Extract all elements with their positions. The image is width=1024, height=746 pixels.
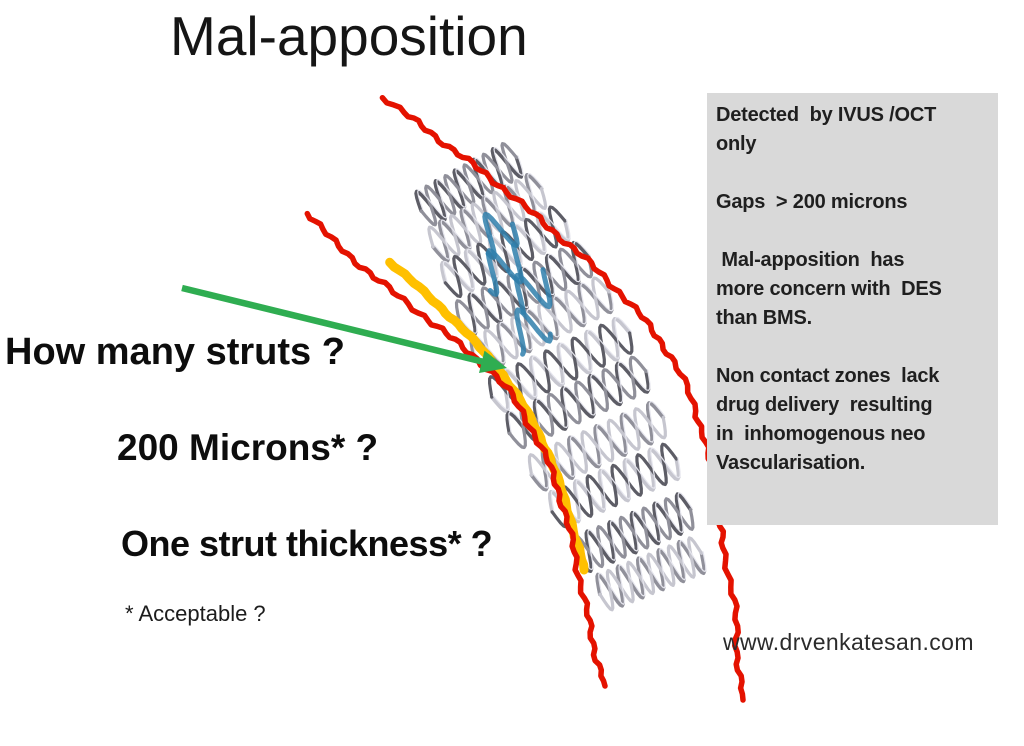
website-url: www.drvenkatesan.com (723, 629, 974, 655)
info-paragraph-des-bms: Mal-apposition has more concern with DES… (716, 249, 942, 329)
page-title: Mal-apposition (170, 5, 528, 67)
vessel-wall-line-left-icon (304, 210, 608, 689)
info-paragraph-gaps: Gaps > 200 microns (716, 191, 908, 213)
info-paragraph-drug-delivery: Non contact zones lack drug delivery res… (716, 365, 940, 474)
vessel-wall-line-right-icon (379, 94, 746, 703)
pointer-arrow-icon (181, 284, 507, 373)
annotation-one-strut-thickness: One strut thickness* ? (121, 523, 493, 564)
info-box: Detected by IVUS /OCT only Gaps > 200 mi… (707, 93, 998, 525)
annotation-how-many-struts: How many struts ? (5, 331, 345, 373)
annotation-footnote: * Acceptable ? (125, 601, 266, 626)
info-paragraph-detection: Detected by IVUS /OCT only (716, 104, 937, 155)
annotation-200-microns: 200 Microns* ? (117, 427, 379, 468)
